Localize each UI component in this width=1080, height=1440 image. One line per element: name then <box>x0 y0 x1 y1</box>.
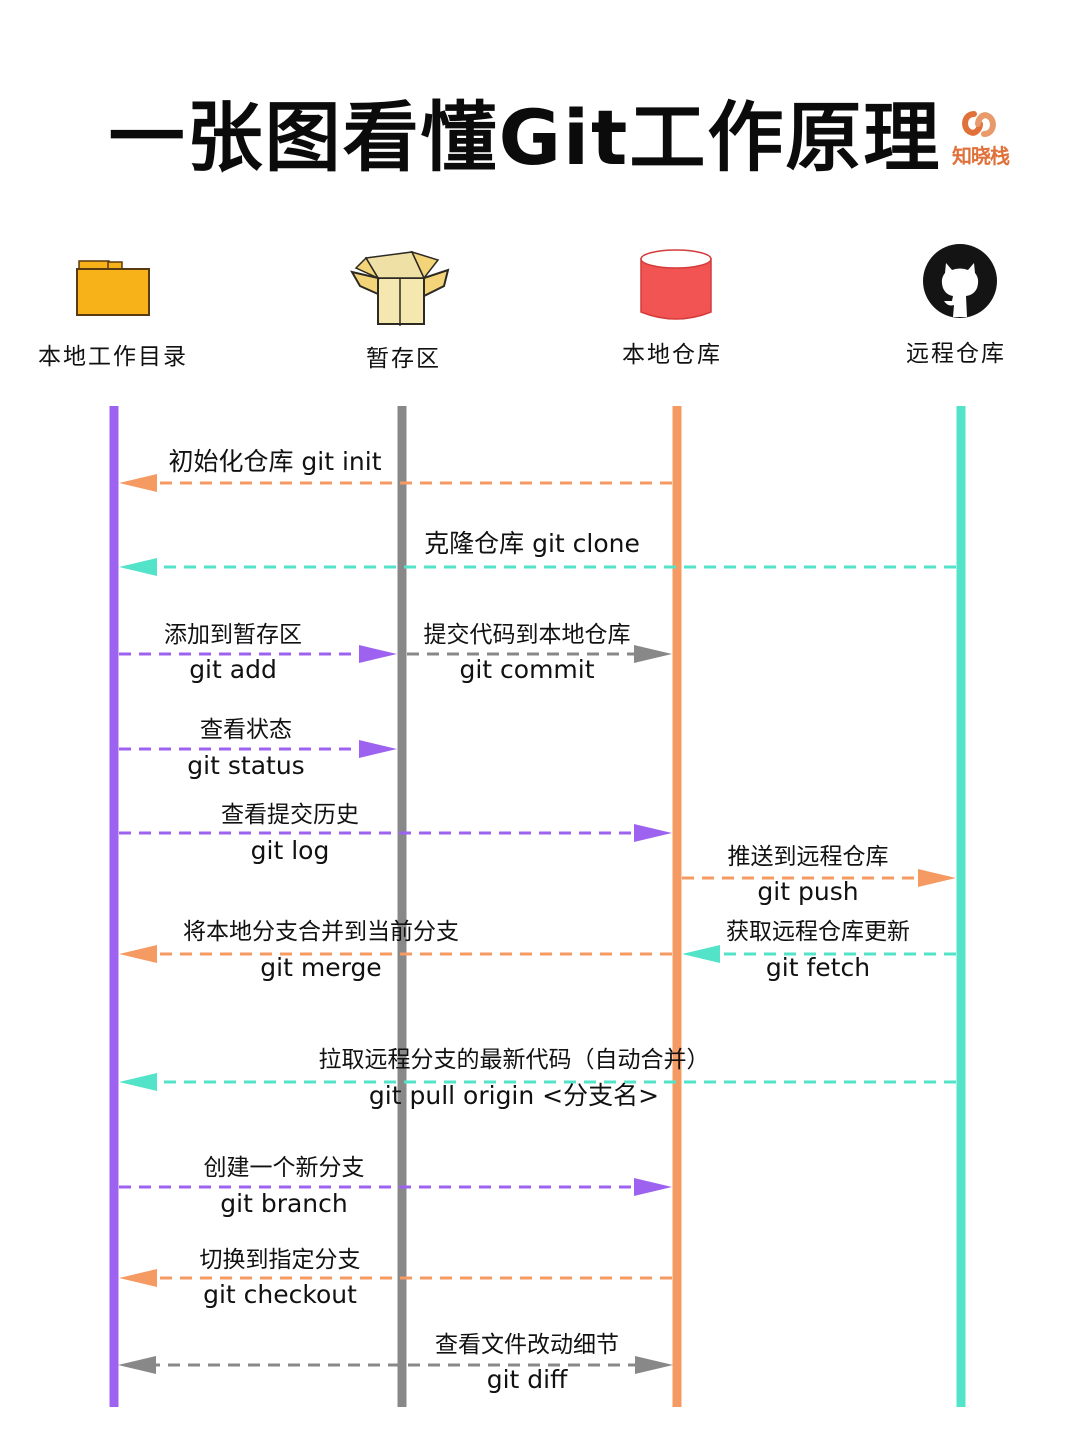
logo-text: 知晓栈 <box>952 144 1010 168</box>
arrowhead-diff-left <box>118 1356 156 1374</box>
actor-label-remote: 远程仓库 <box>906 341 1006 367</box>
message-desc-diff: 查看文件改动细节 <box>435 1332 619 1358</box>
message-desc-checkout: 切换到指定分支 <box>199 1247 361 1273</box>
message-cmd-fetch: git fetch <box>765 953 871 982</box>
arrowhead-branch <box>634 1178 672 1196</box>
arrowhead-diff-right <box>635 1356 673 1374</box>
arrowhead-fetch <box>682 945 720 963</box>
actor-label-workdir: 本地工作目录 <box>38 344 188 370</box>
message-desc-fetch: 获取远程仓库更新 <box>726 919 910 945</box>
actor-workdir <box>74 258 154 318</box>
message-cmd-push: git push <box>757 877 859 906</box>
message-cmd-merge: git merge <box>260 953 382 982</box>
arrowhead-push <box>918 869 956 887</box>
message-cmd-checkout: git checkout <box>203 1280 357 1309</box>
arrowhead-merge <box>119 945 157 963</box>
message-desc-log: 查看提交历史 <box>221 802 359 828</box>
github-icon <box>923 244 997 318</box>
database-icon <box>640 249 712 320</box>
actor-label-local: 本地仓库 <box>622 342 722 368</box>
actor-label-stage: 暂存区 <box>366 346 441 372</box>
arrowhead-log <box>634 824 672 842</box>
message-desc-branch: 创建一个新分支 <box>203 1155 365 1181</box>
folder-icon <box>76 260 150 316</box>
brand-logo: 知晓栈 <box>950 108 1026 168</box>
arrowhead-clone <box>119 558 157 576</box>
message-cmd-log: git log <box>250 836 330 865</box>
message-desc-pull: 拉取远程分支的最新代码（自动合并） <box>318 1047 710 1073</box>
arrowhead-commit <box>634 645 672 663</box>
arrowhead-status <box>359 740 397 758</box>
box-icon <box>349 250 450 326</box>
message-cmd-pull: git pull origin <分支名> <box>368 1081 660 1110</box>
page-title: 一张图看懂Git工作原理 <box>108 93 942 182</box>
arrowhead-checkout <box>119 1269 157 1287</box>
actor-remote <box>922 243 998 319</box>
arrowhead-add <box>359 645 397 663</box>
arrowhead-pull <box>119 1073 157 1091</box>
message-cmd-branch: git branch <box>220 1189 348 1218</box>
message-desc-clone: 克隆仓库 git clone <box>424 529 640 558</box>
message-cmd-status: git status <box>187 751 305 780</box>
message-desc-status: 查看状态 <box>200 717 292 743</box>
message-desc-init: 初始化仓库 git init <box>168 447 382 476</box>
message-desc-push: 推送到远程仓库 <box>727 844 889 870</box>
message-cmd-add: git add <box>189 655 277 684</box>
message-desc-commit: 提交代码到本地仓库 <box>423 622 631 648</box>
logo-mark-icon <box>962 111 996 137</box>
message-cmd-diff: git diff <box>486 1365 568 1394</box>
actor-stage <box>349 246 452 330</box>
arrowhead-init <box>119 474 157 492</box>
actor-local <box>638 248 714 324</box>
message-desc-merge: 将本地分支合并到当前分支 <box>183 919 459 945</box>
message-desc-add: 添加到暂存区 <box>164 622 302 648</box>
message-cmd-commit: git commit <box>459 655 595 684</box>
